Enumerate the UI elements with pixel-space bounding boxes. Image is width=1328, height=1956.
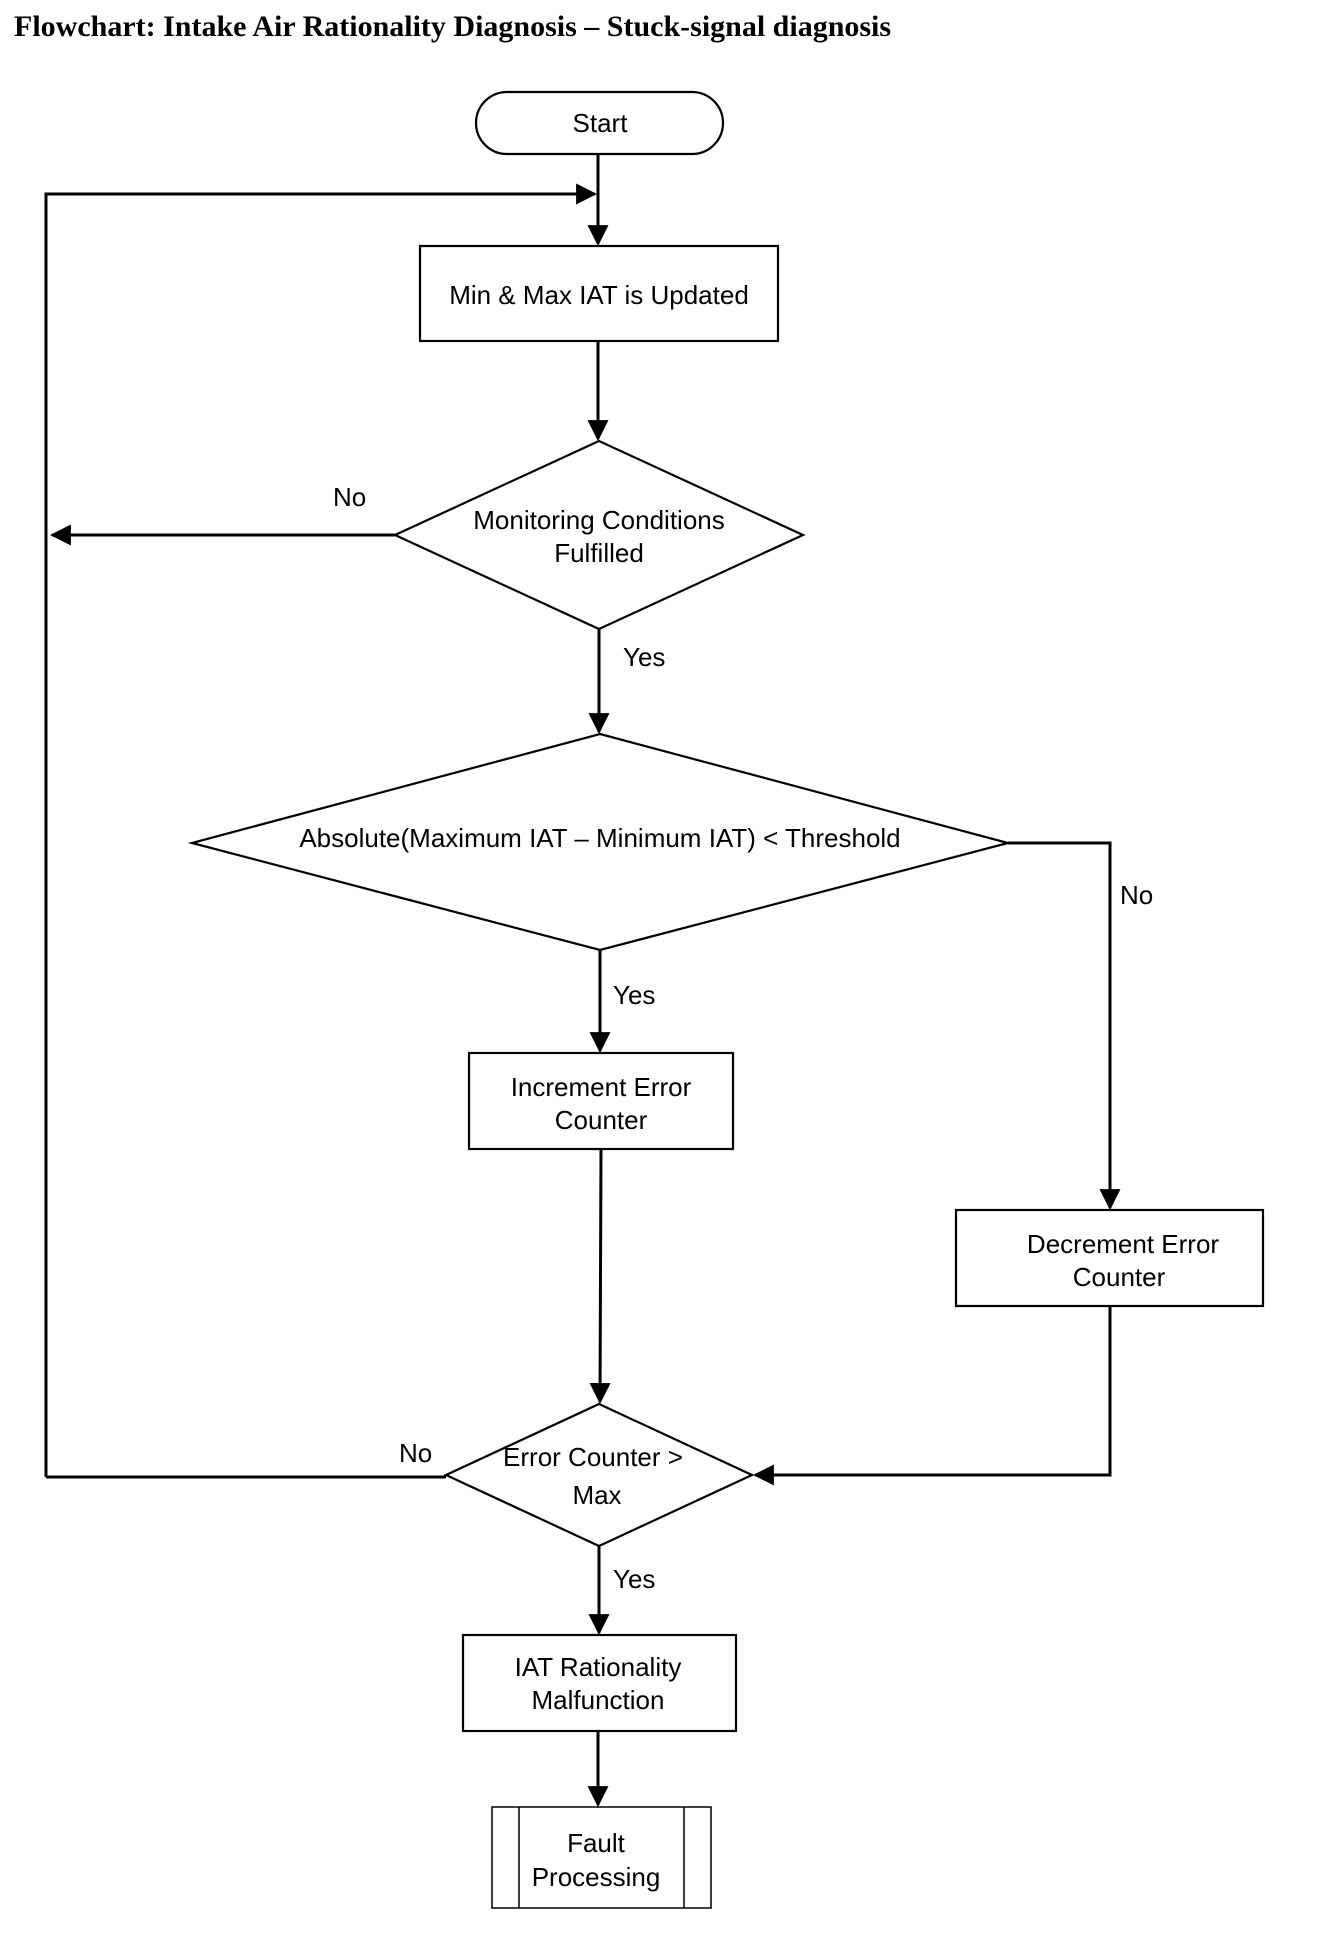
- monitoring-yes-label: Yes: [623, 642, 665, 672]
- increment-label-line1: Increment Error: [511, 1072, 692, 1102]
- fault-label-line1: Fault: [567, 1828, 626, 1858]
- counter-no-label: No: [399, 1438, 432, 1468]
- counter-decision: Error Counter > Max: [443, 1402, 755, 1548]
- decrement-process-box: Decrement Error Counter: [954, 1208, 1265, 1308]
- decrement-to-counter-arrow: [752, 1306, 1112, 1486]
- start-terminal: Start: [474, 90, 725, 156]
- threshold-no-arrow: [1008, 841, 1121, 1211]
- monitoring-decision: Monitoring Conditions Fulfilled: [392, 439, 806, 631]
- monitoring-label-line2: Fulfilled: [554, 538, 644, 568]
- malfunction-process-box: IAT Rationality Malfunction: [461, 1633, 738, 1733]
- fault-label-line2: Processing: [532, 1862, 661, 1892]
- malfunction-label-line2: Malfunction: [532, 1685, 665, 1715]
- threshold-label: Absolute(Maximum IAT – Minimum IAT) < Th…: [299, 823, 900, 853]
- start-label: Start: [573, 108, 629, 138]
- increment-label-line2: Counter: [555, 1105, 648, 1135]
- update-label: Min & Max IAT is Updated: [449, 280, 749, 310]
- decrement-label-line2: Counter: [1073, 1262, 1166, 1292]
- page-title: Flowchart: Intake Air Rationality Diagno…: [14, 10, 892, 43]
- threshold-decision: Absolute(Maximum IAT – Minimum IAT) < Th…: [187, 732, 1013, 952]
- update-process-box: Min & Max IAT is Updated: [418, 244, 780, 343]
- fault-processing-box: Fault Processing: [491, 1806, 712, 1909]
- threshold-yes-label: Yes: [613, 980, 655, 1010]
- increment-process-box: Increment Error Counter: [467, 1051, 735, 1151]
- monitoring-no-label: No: [333, 482, 366, 512]
- monitoring-label-line1: Monitoring Conditions: [473, 505, 724, 535]
- loop-back-arrow: [44, 183, 598, 1477]
- counter-label-line2: Max: [572, 1480, 621, 1510]
- counter-label-line1: Error Counter >: [503, 1442, 683, 1472]
- threshold-no-label: No: [1120, 880, 1153, 910]
- decrement-label-line1: Decrement Error: [1027, 1229, 1219, 1259]
- counter-yes-label: Yes: [613, 1564, 655, 1594]
- malfunction-label-line1: IAT Rationality: [515, 1652, 682, 1682]
- increment-to-counter-arrow: [589, 1148, 611, 1405]
